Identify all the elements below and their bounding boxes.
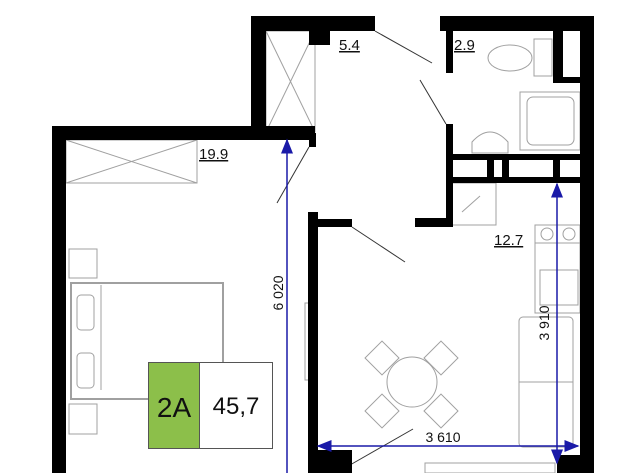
door-balcony	[349, 428, 414, 466]
wardrobe-hall	[265, 30, 316, 133]
shower-tray	[519, 91, 581, 151]
walls	[52, 16, 594, 473]
apartment-total-area: 45,7	[213, 393, 260, 420]
room-labels: 5.4 2.9 19.9 12.7	[199, 37, 523, 249]
dimension-lines	[281, 138, 580, 473]
chair	[423, 340, 459, 376]
dimension-label-kitchen-length: 3 910	[536, 305, 552, 340]
nightstand	[68, 248, 98, 279]
washbasin	[471, 131, 509, 154]
dimension-label-kitchen-width: 3 610	[425, 429, 460, 445]
window-sill	[424, 462, 556, 473]
door-kitchen	[351, 226, 406, 263]
chair	[364, 393, 400, 429]
dining-table	[364, 340, 459, 429]
toilet	[487, 38, 553, 77]
door-bathroom	[419, 79, 447, 125]
apartment-type: 2А	[157, 392, 192, 423]
room-area-bathroom: 2.9	[454, 37, 475, 54]
room-area-kitchen: 12.7	[494, 232, 523, 249]
furniture	[65, 30, 581, 473]
chair	[364, 340, 400, 376]
door-swings	[276, 30, 447, 466]
room-area-bedroom: 19.9	[199, 146, 228, 163]
door-entrance	[374, 30, 433, 64]
wardrobe-bedroom	[65, 139, 198, 184]
dimension-label-bedroom: 6 020	[270, 275, 286, 310]
shaft-cabinet	[451, 182, 497, 226]
apartment-badge: 2А 45,7	[148, 362, 273, 449]
chair	[423, 393, 459, 429]
door-bedroom	[276, 146, 310, 204]
nightstand	[68, 403, 98, 435]
room-area-hall: 5.4	[339, 37, 360, 54]
bed	[70, 282, 224, 400]
